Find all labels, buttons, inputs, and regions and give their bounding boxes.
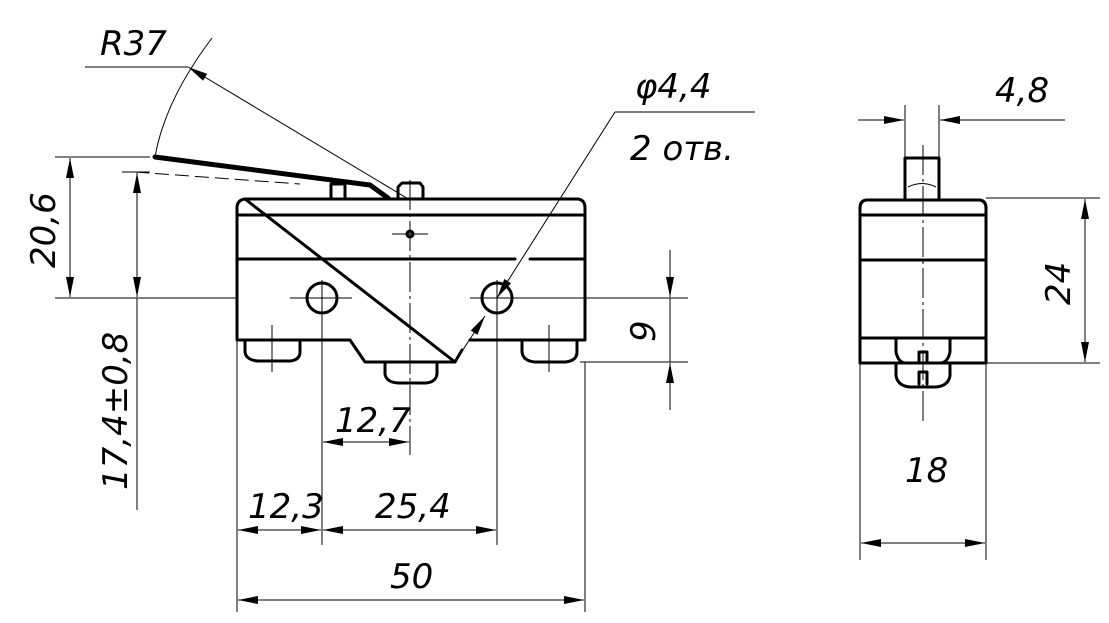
lever-height-dimension: 20,6 [24, 156, 237, 299]
edge-hole-label: 12,3 [248, 487, 324, 527]
hole-center-dimension: 12,7 [323, 401, 411, 446]
radius-dimension: R37 [85, 24, 411, 201]
side-height-label: 24 [1039, 262, 1079, 305]
terminals [243, 325, 579, 385]
side-height-dimension: 24 [986, 197, 1100, 364]
hole-callout: φ4,4 2 отв. [454, 67, 755, 363]
centerlines [290, 180, 688, 545]
side-width-label: 18 [905, 451, 948, 491]
length-dimension: 50 [238, 557, 584, 604]
lever [134, 154, 425, 201]
hole-terminal-label: 9 [624, 320, 664, 342]
switch-body [235, 197, 587, 364]
length-label: 50 [390, 557, 433, 597]
side-view: 4,8 24 18 [858, 71, 1100, 560]
hole-diameter-label: φ4,4 [635, 67, 712, 107]
hole-count-label: 2 отв. [630, 129, 734, 169]
hole-spacing-label: 25,4 [375, 487, 451, 527]
side-width-dimension: 18 [859, 363, 987, 560]
button-width-dimension: 4,8 [858, 71, 1065, 158]
hole-position-dimensions: 12,3 25,4 [236, 340, 586, 612]
front-view: R37 φ4,4 2 отв. 20,6 17,4±0,8 [24, 24, 755, 612]
operating-height-dimension: 17,4±0,8 [96, 171, 150, 510]
hole-terminal-dimension: 9 [580, 250, 688, 410]
button-width-label: 4,8 [995, 71, 1049, 111]
operating-height-label: 17,4±0,8 [96, 332, 136, 490]
lever-height-label: 20,6 [24, 192, 64, 268]
radius-label: R37 [100, 24, 167, 64]
hole-center-label: 12,7 [335, 401, 411, 441]
